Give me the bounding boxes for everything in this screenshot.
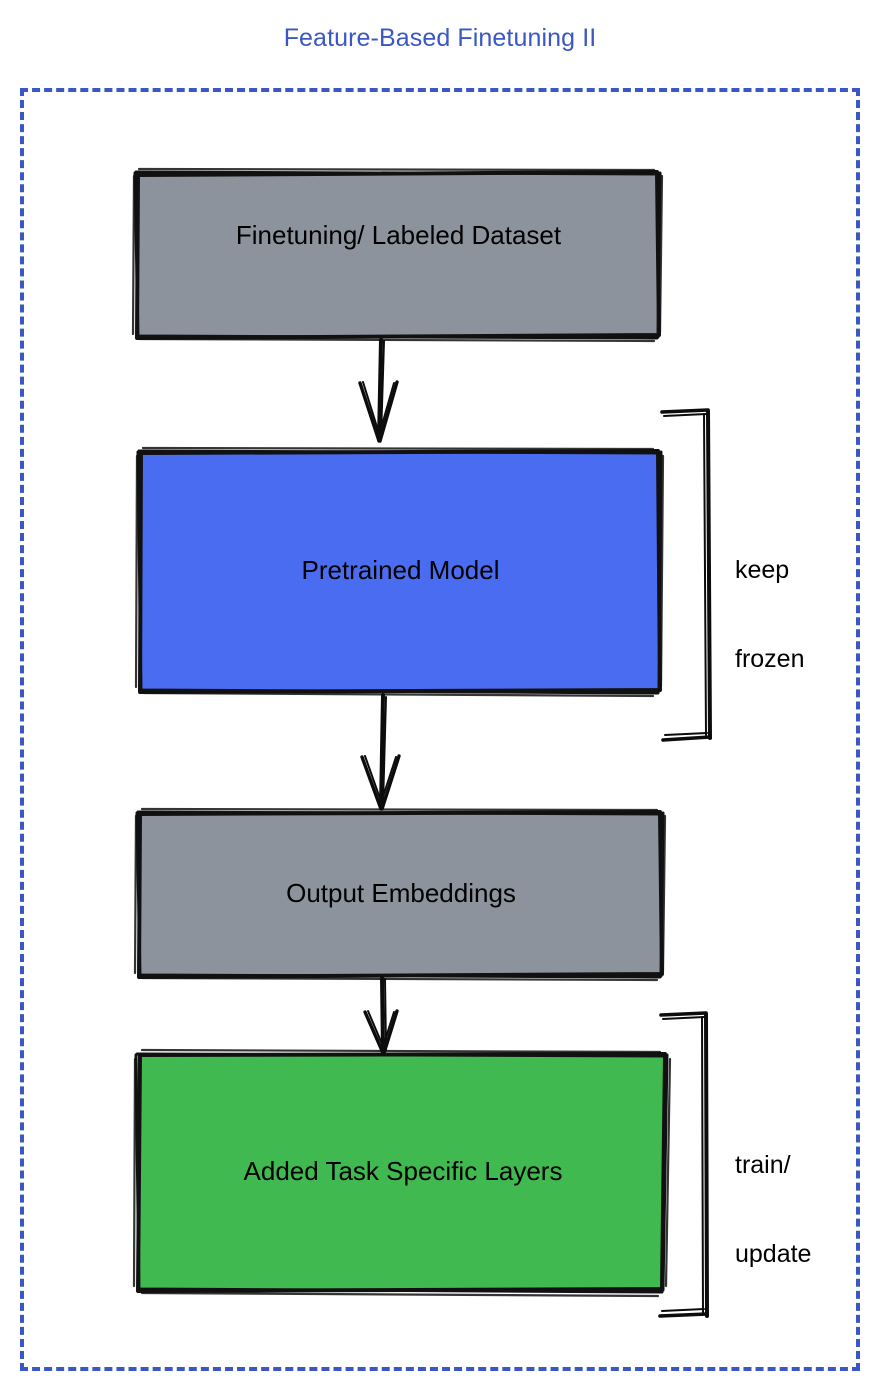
node-pretrained-model[interactable]: Pretrained Model	[134, 446, 665, 698]
node-label-finetuning-dataset: Finetuning/ Labeled Dataset	[235, 220, 562, 250]
node-added-task-specific-layers[interactable]: Added Task Specific Layers	[132, 1048, 672, 1298]
node-label-output-embeddings: Output Embeddings	[286, 878, 516, 908]
annotation-keep-frozen-line1: keep	[735, 556, 790, 584]
node-label-pretrained-model: Pretrained Model	[301, 555, 500, 585]
dashed-boundary	[20, 88, 860, 1371]
page-title: Feature-Based Finetuning II	[283, 24, 597, 52]
node-finetuning-dataset[interactable]: Finetuning/ Labeled Dataset	[131, 167, 664, 343]
annotation-keep-frozen-line2: frozen	[735, 644, 805, 673]
node-output-embeddings[interactable]: Output Embeddings	[133, 807, 667, 982]
annotation-train-update-line1: train/	[735, 1151, 791, 1179]
annotation-train-update-line2: update	[735, 1239, 812, 1268]
node-shape	[131, 167, 664, 343]
annotation-keep-frozen: keep frozen	[735, 497, 804, 733]
node-shape	[134, 446, 665, 698]
node-label-added-task-specific-layers: Added Task Specific Layers	[243, 1156, 563, 1186]
node-shape	[132, 1048, 672, 1298]
annotation-train-update: train/ update	[735, 1092, 811, 1328]
